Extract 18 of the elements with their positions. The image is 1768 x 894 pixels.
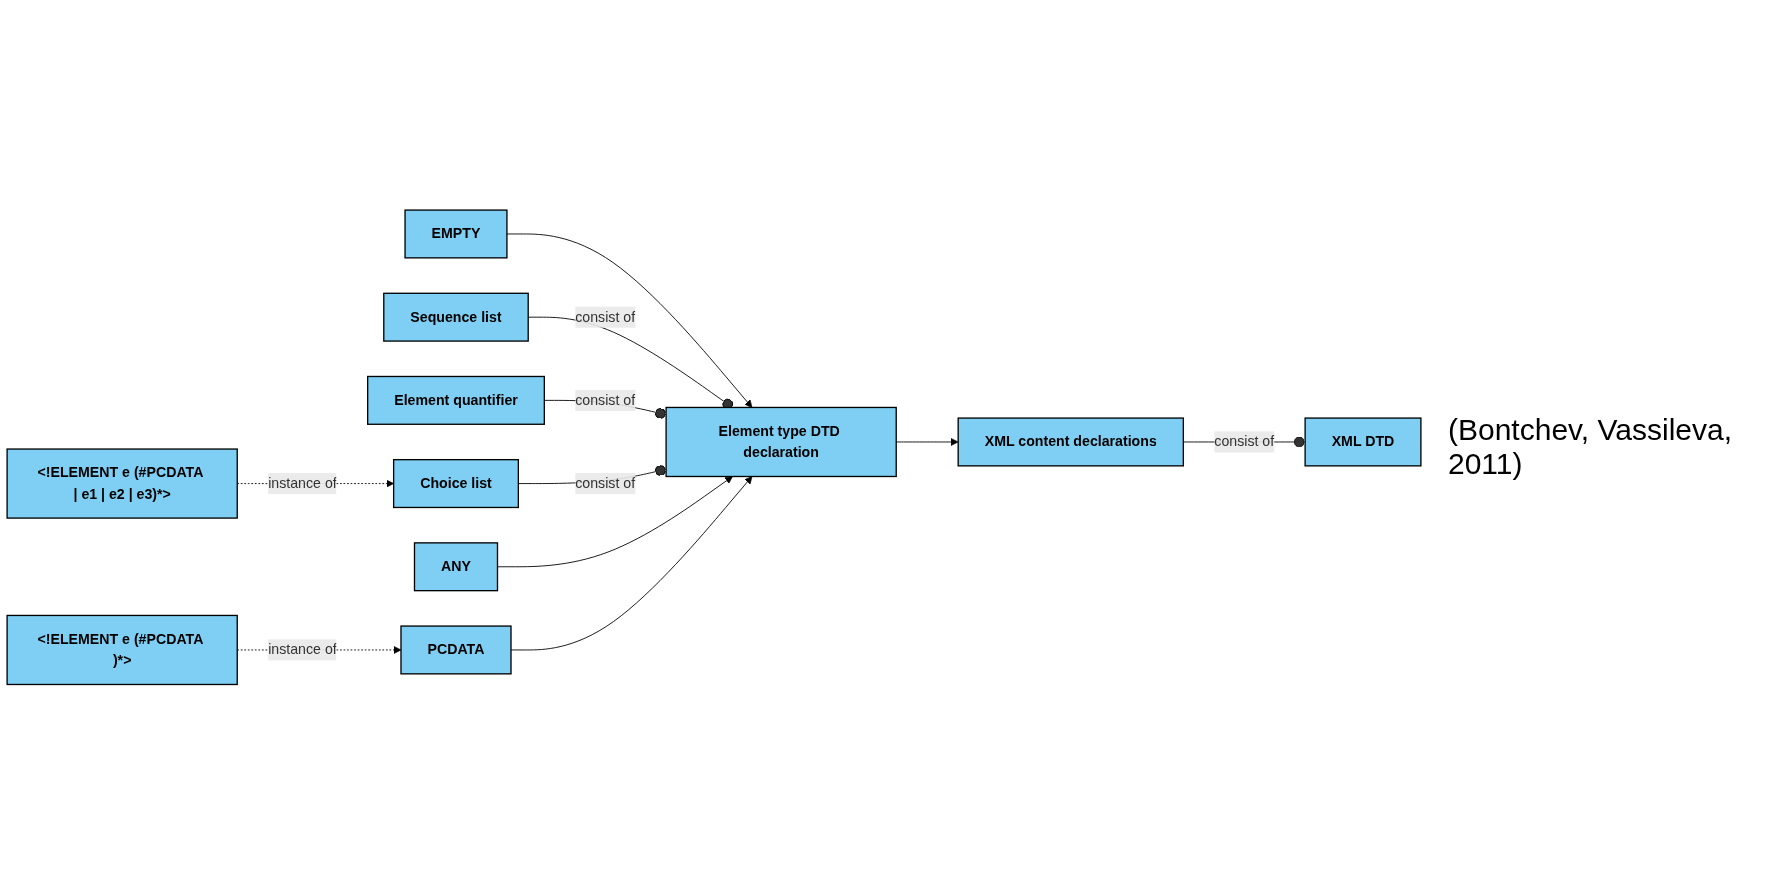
edge-label: consist of [1214,433,1275,449]
node-box: Sequence list [383,292,529,342]
edge-label: instance of [268,641,337,657]
node-box: XML content declarations [957,417,1184,467]
node-box: <!ELEMENT e (#PCDATA | e1 | e2 | e3)*> [6,448,238,519]
edge-label: consist of [575,475,636,491]
node-box: Choice list [392,458,519,508]
node-box: PCDATA [400,625,512,675]
node-box: EMPTY [404,209,508,259]
node-box: ANY [413,541,499,592]
node-box: Element quantifier [367,375,545,425]
edge-label: consist of [575,392,636,408]
edge-label: consist of [575,308,636,324]
edge-label: instance of [268,475,337,491]
node-box: XML DTD [1304,417,1422,467]
citation-note: (Bontchev, Vassileva, 2011) [1448,413,1734,481]
node-box: <!ELEMENT e (#PCDATA )*> [6,614,238,685]
node-box: Element type DTD declaration [665,406,897,477]
